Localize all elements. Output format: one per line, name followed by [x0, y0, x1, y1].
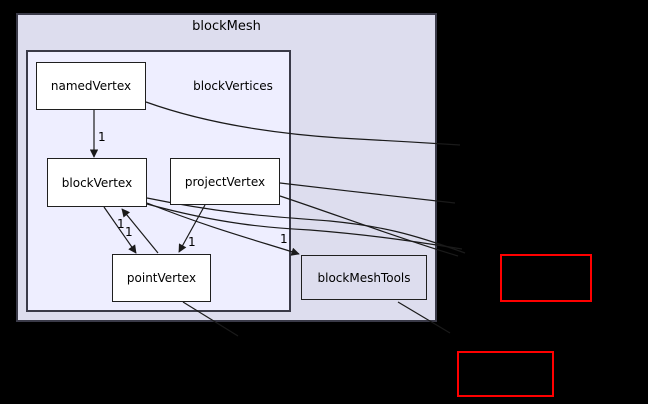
edge-label: 1: [125, 225, 133, 239]
edge-label: 1: [188, 235, 196, 249]
node-namedvertex[interactable]: namedVertex: [36, 62, 146, 110]
edge-projectvertex-external-a: [279, 182, 456, 204]
node-pointvertex[interactable]: pointVertex: [112, 254, 211, 302]
external-node-1[interactable]: [500, 254, 592, 302]
node-blockmeshtools[interactable]: blockMeshTools: [301, 255, 427, 300]
node-namedvertex-label: namedVertex: [50, 79, 132, 93]
edge-label: 1: [98, 130, 106, 144]
node-blockmeshtools-label: blockMeshTools: [317, 270, 411, 285]
cluster-blockvertices-label[interactable]: blockVertices: [193, 79, 273, 93]
node-blockvertex[interactable]: blockVertex: [47, 158, 147, 207]
edge-projectvertex-pointvertex: [178, 204, 206, 253]
edge-label: 1: [117, 217, 125, 231]
edge-blockvertex-external-a: [146, 197, 466, 254]
node-pointvertex-label: pointVertex: [126, 271, 197, 285]
edge-label: 1: [280, 232, 288, 246]
edge-blockvertex-pointvertex: [103, 206, 137, 254]
node-projectvertex[interactable]: projectVertex: [170, 158, 280, 205]
edge-namedvertex-external: [145, 101, 461, 146]
edge-projectvertex-external-b: [279, 195, 459, 257]
node-projectvertex-label: projectVertex: [184, 174, 266, 189]
external-node-2[interactable]: [457, 351, 554, 397]
node-blockvertex-label: blockVertex: [61, 175, 133, 190]
cluster-blockmesh-label[interactable]: blockMesh: [192, 19, 261, 34]
edge-pointvertex-blockvertex: [121, 208, 159, 254]
edge-pointvertex-external: [182, 301, 239, 337]
edge-blockmeshtools-external: [397, 301, 451, 334]
edge-blockvertex-blockmeshtools: [146, 202, 300, 256]
